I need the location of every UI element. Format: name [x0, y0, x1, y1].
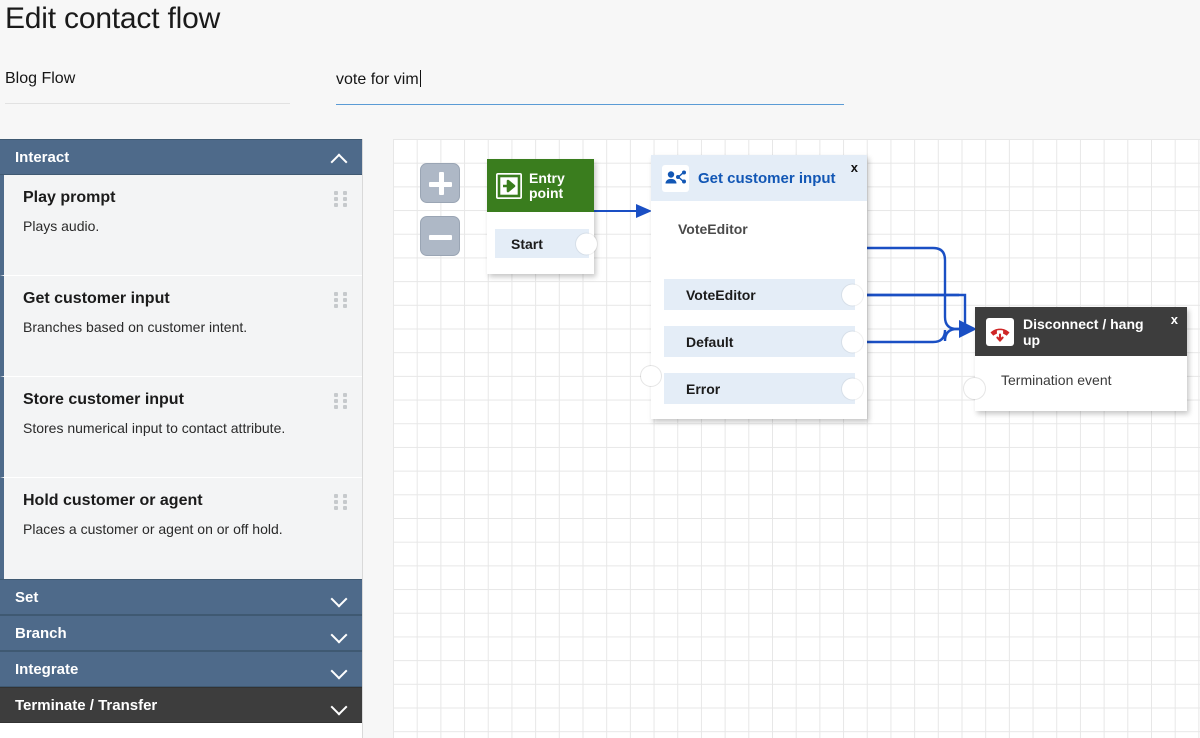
chevron-down-icon — [330, 624, 348, 642]
flow-header-fields: Blog Flow vote for vim — [0, 62, 1200, 108]
node-body: Start — [487, 212, 597, 274]
node-body: VoteEditor VoteEditor Default Error — [641, 201, 867, 419]
branch-label: VoteEditor — [686, 286, 756, 303]
node-title: Disconnect / hang up — [1023, 315, 1144, 348]
flow-name-input[interactable]: vote for vim — [336, 70, 844, 105]
zoom-out-button[interactable] — [420, 216, 460, 256]
drag-handle-icon[interactable] — [334, 292, 347, 309]
chevron-down-icon — [330, 588, 348, 606]
text-cursor — [419, 70, 421, 87]
hangup-phone-icon — [986, 317, 1014, 346]
chevron-down-icon — [330, 696, 348, 714]
sidebar-item-get-customer-input[interactable]: Get customer input Branches based on cus… — [0, 276, 362, 377]
node-branch-error[interactable]: Error — [664, 373, 863, 404]
node-header: Get customer input x — [651, 155, 867, 201]
chevron-down-icon — [330, 660, 348, 678]
chevron-up-icon — [330, 148, 348, 166]
sidebar-section-label: Interact — [15, 148, 70, 166]
customer-branch-icon — [662, 164, 689, 192]
node-title: Entry point — [529, 169, 565, 201]
node-branch-default[interactable]: Default — [664, 326, 863, 357]
sidebar-section-integrate[interactable]: Integrate — [0, 651, 362, 687]
port-connector[interactable] — [842, 331, 863, 352]
flow-canvas[interactable]: Entry point Start Get customer inpu — [393, 139, 1200, 738]
item-description: Plays audio. — [23, 218, 100, 234]
node-disconnect-hang-up[interactable]: Disconnect / hang up x Termination event — [964, 307, 1187, 411]
drag-handle-icon[interactable] — [334, 494, 347, 511]
port-connector[interactable] — [842, 284, 863, 305]
sidebar-item-play-prompt[interactable]: Play prompt Plays audio. — [0, 175, 362, 276]
port-connector[interactable] — [842, 378, 863, 399]
port-connector[interactable] — [576, 233, 597, 254]
sidebar-item-hold-customer-or-agent[interactable]: Hold customer or agent Places a customer… — [0, 478, 362, 579]
flow-type-label: Blog Flow — [5, 70, 290, 104]
node-port-start[interactable]: Start — [495, 229, 597, 258]
item-title: Get customer input — [23, 290, 170, 307]
node-title: Get customer input — [698, 169, 836, 187]
node-input-connector[interactable] — [641, 366, 661, 386]
entry-arrow-icon — [496, 172, 522, 199]
sidebar-section-label: Branch — [15, 624, 67, 642]
zoom-in-button[interactable] — [420, 163, 460, 203]
item-title: Store customer input — [23, 391, 184, 408]
sidebar-section-set[interactable]: Set — [0, 579, 362, 615]
node-body: Termination event — [964, 356, 1187, 411]
sidebar-section-label: Integrate — [15, 660, 79, 678]
sidebar-item-store-customer-input[interactable]: Store customer input Stores numerical in… — [0, 377, 362, 478]
port-label: Start — [511, 235, 543, 252]
item-description: Stores numerical input to contact attrib… — [23, 420, 286, 436]
node-header: Entry point — [487, 159, 594, 212]
drag-handle-icon[interactable] — [334, 191, 347, 208]
close-icon[interactable]: x — [850, 160, 858, 175]
branch-label: Default — [686, 333, 734, 350]
node-header: Disconnect / hang up x — [975, 307, 1187, 356]
sidebar-section-branch[interactable]: Branch — [0, 615, 362, 651]
sidebar-section-terminate-transfer[interactable]: Terminate / Transfer — [0, 687, 362, 723]
flow-name-value: vote for vim — [336, 71, 419, 88]
page-title: Edit contact flow — [5, 2, 221, 35]
component-sidebar: Interact Play prompt Plays audio. Get cu… — [0, 139, 363, 738]
item-description: Branches based on customer intent. — [23, 319, 248, 335]
node-entry-point[interactable]: Entry point Start — [487, 159, 597, 274]
item-description: Places a customer or agent on or off hol… — [23, 521, 283, 537]
node-branch-voteeditor[interactable]: VoteEditor — [664, 279, 863, 310]
item-title: Play prompt — [23, 189, 116, 206]
branch-label: Error — [686, 380, 721, 397]
node-input-connector[interactable] — [964, 378, 985, 399]
sidebar-section-label: Set — [15, 588, 39, 606]
node-subtitle: VoteEditor — [678, 221, 748, 237]
sidebar-item-list: Play prompt Plays audio. Get customer in… — [0, 175, 362, 579]
sidebar-section-interact[interactable]: Interact — [0, 139, 362, 175]
item-title: Hold customer or agent — [23, 492, 203, 509]
node-subtitle: Termination event — [1001, 372, 1112, 388]
node-get-customer-input[interactable]: Get customer input x VoteEditor VoteEdit… — [641, 155, 867, 419]
drag-handle-icon[interactable] — [334, 393, 347, 410]
close-icon[interactable]: x — [1170, 312, 1178, 327]
sidebar-section-label: Terminate / Transfer — [15, 696, 158, 714]
